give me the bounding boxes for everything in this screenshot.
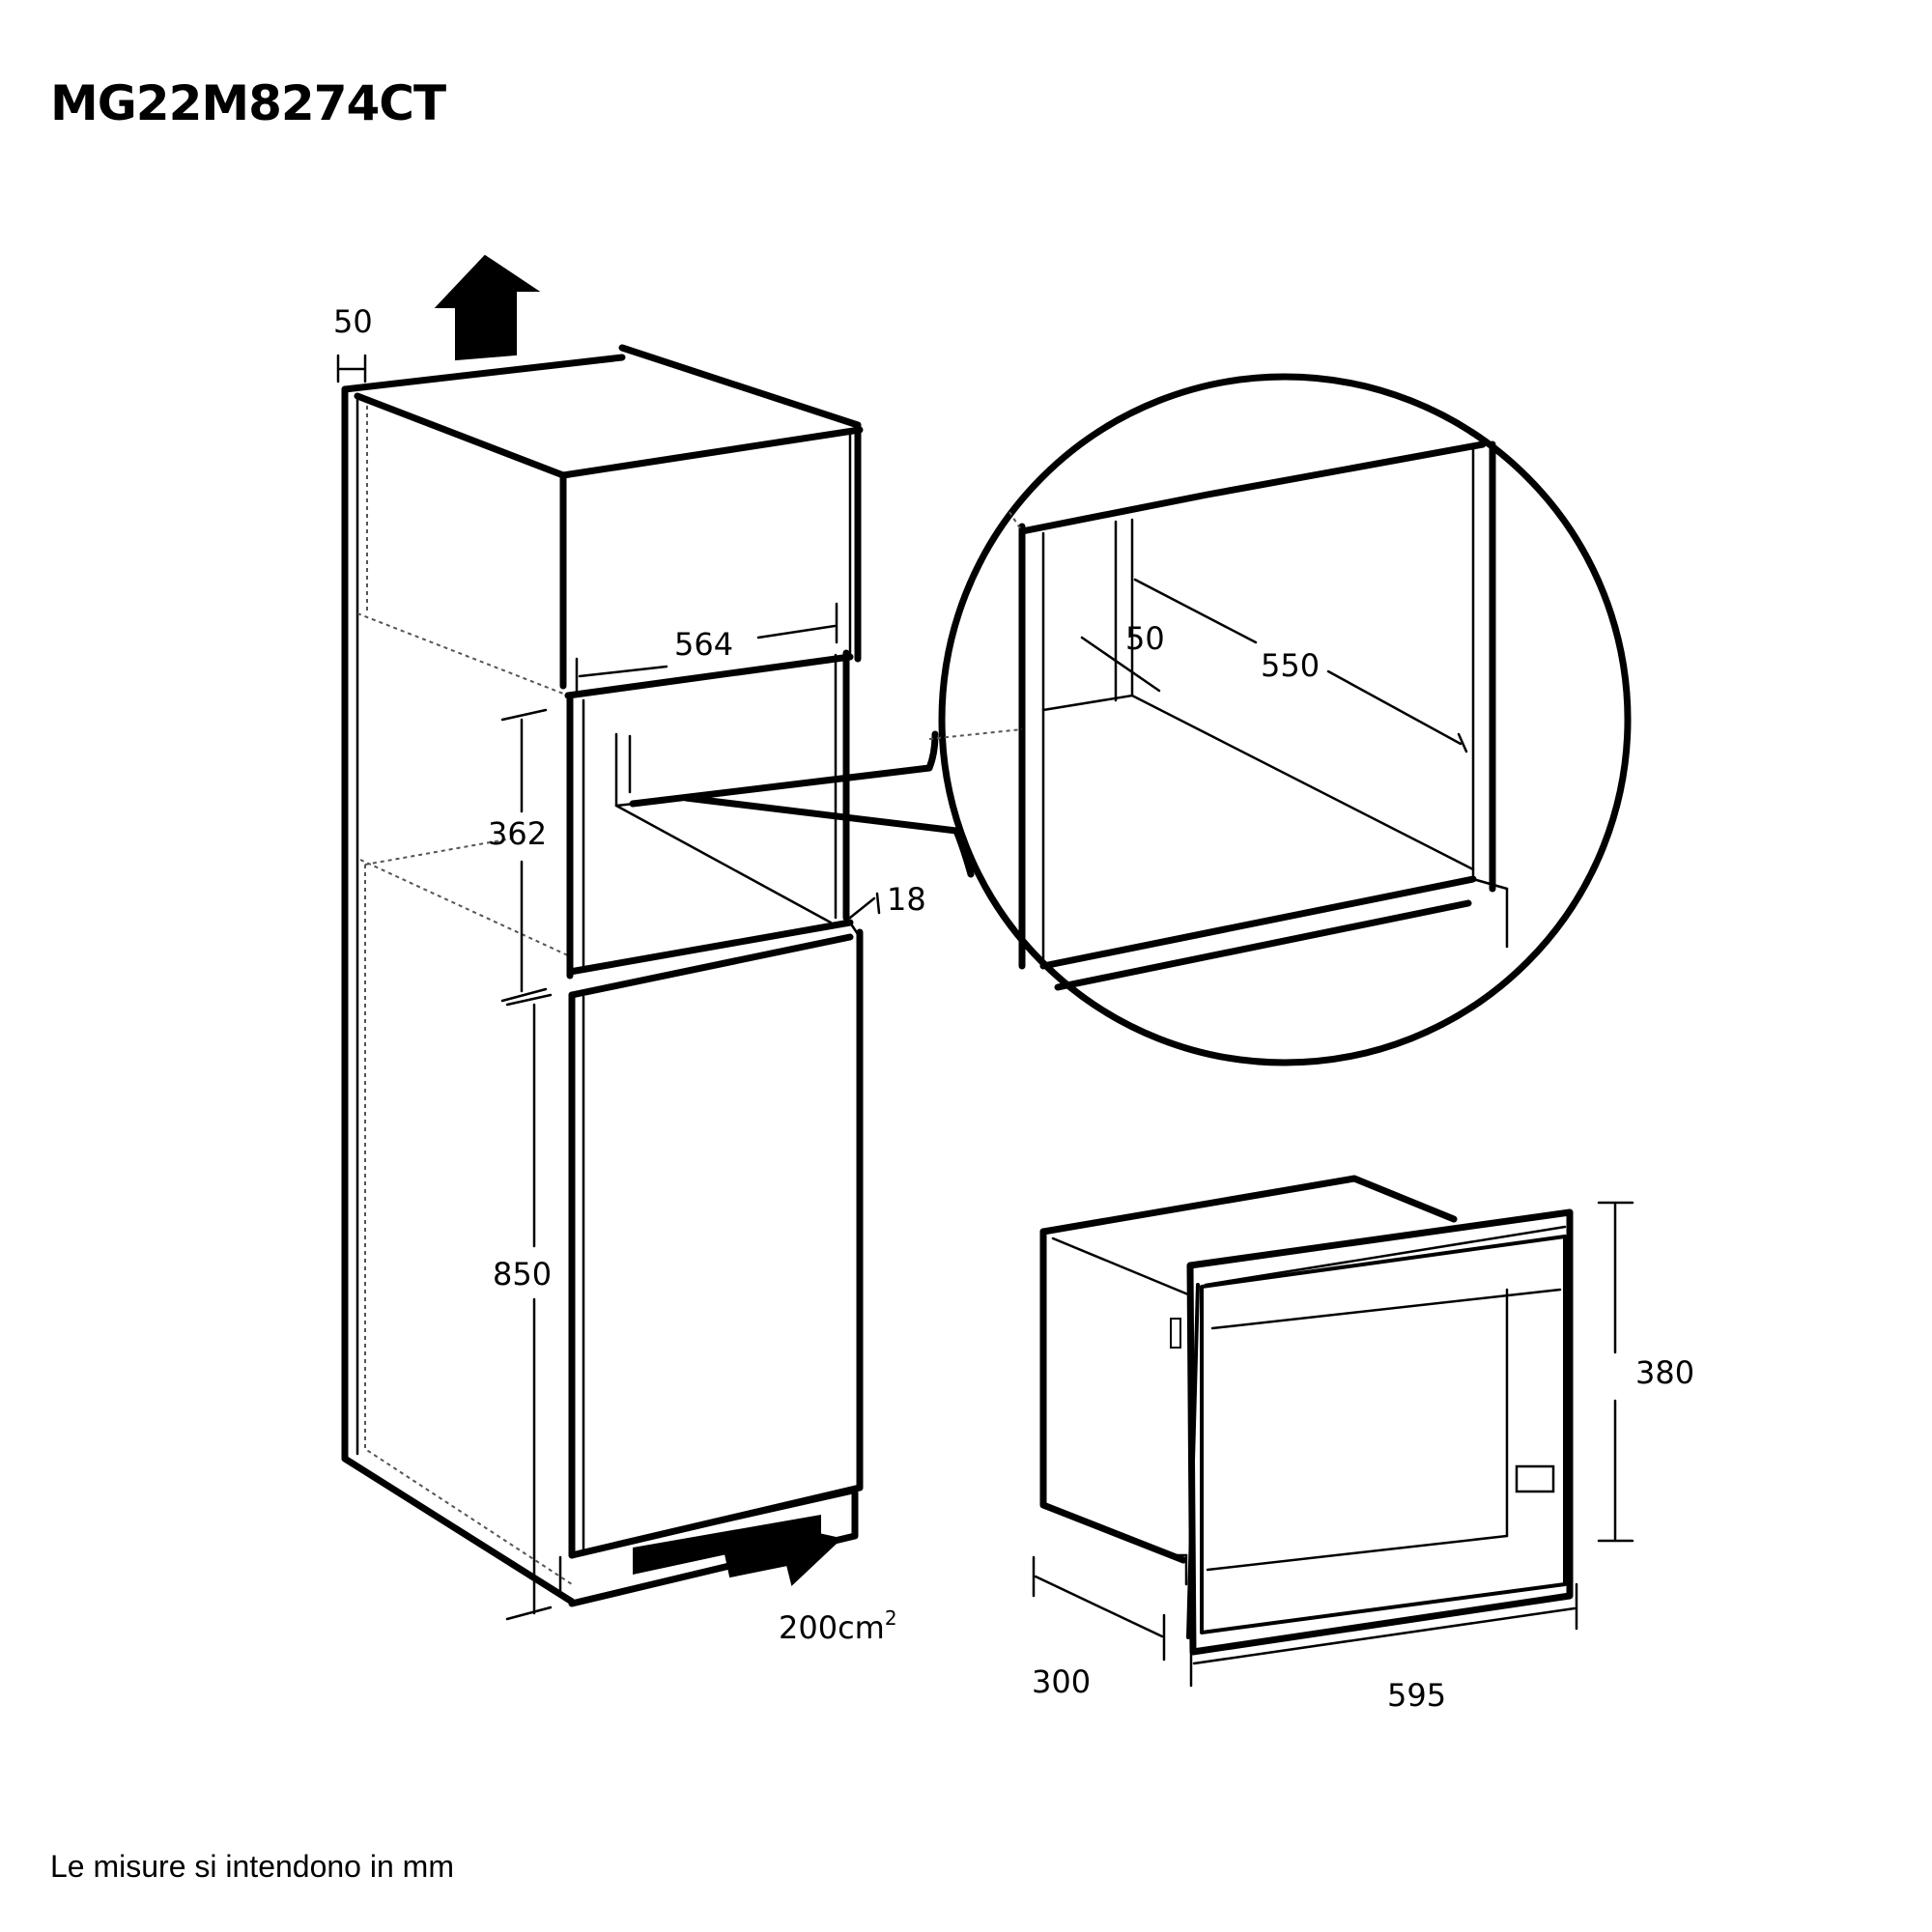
exhaust-arrow-icon — [434, 254, 541, 361]
detail-side-gap-label: 50 — [1125, 620, 1165, 657]
appliance-height-label: 380 — [1635, 1354, 1694, 1391]
niche-width-label: 564 — [674, 626, 733, 663]
shelf-thickness-label: 18 — [887, 881, 926, 918]
page-title: MG22M8274CT — [50, 75, 446, 131]
cabinet-drawing — [341, 254, 975, 1607]
detail-depth-label: 550 — [1261, 647, 1320, 684]
vent-slot — [633, 1515, 821, 1575]
vent-area-label: 200cm2 — [779, 1606, 897, 1646]
units-note: Le misure si intendono in mm — [50, 1849, 454, 1884]
appliance-width-label: 595 — [1387, 1677, 1446, 1714]
detail-dimensions — [1080, 578, 1468, 753]
intake-arrow-icon — [723, 1522, 843, 1586]
cabinet-dimensions — [336, 354, 881, 1621]
appliance-drawing — [1039, 1175, 1574, 1656]
appliance-depth-label: 300 — [1032, 1663, 1091, 1700]
display-icon — [1515, 1464, 1555, 1493]
base-height-label: 850 — [493, 1256, 552, 1293]
detail-bubble — [928, 373, 1632, 1066]
appliance-dimensions — [1032, 1201, 1634, 1688]
niche-height-label: 362 — [488, 815, 547, 852]
top-gap-label: 50 — [333, 303, 373, 340]
